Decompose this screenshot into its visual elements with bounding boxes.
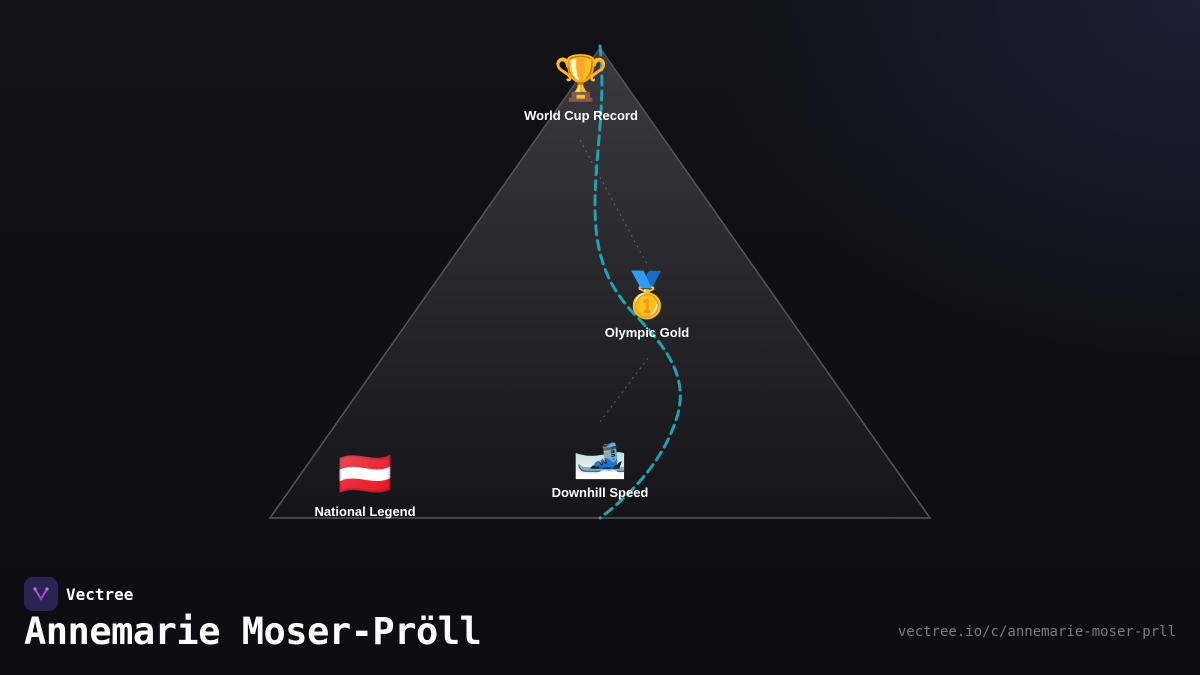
austria-flag-icon: 🇦🇹 <box>337 450 393 499</box>
page-title: Annemarie Moser-Pröll <box>24 610 482 653</box>
node-label: Downhill Speed <box>551 485 649 500</box>
descent-path <box>593 44 682 520</box>
vectree-logo-icon <box>24 577 58 611</box>
node-olympic-gold: 🥇 Olympic Gold <box>557 271 737 340</box>
connector-line-bottom <box>599 357 649 423</box>
brand-name: Vectree <box>66 584 134 604</box>
brand: Vectree <box>24 577 133 611</box>
node-downhill-speed: 🎿 Downhill Speed <box>510 431 690 500</box>
node-label: World Cup Record <box>524 108 638 123</box>
skier-icon: 🎿 <box>572 431 628 480</box>
node-label: Olympic Gold <box>604 325 690 340</box>
trophy-icon: 🏆 <box>553 54 609 103</box>
node-national-legend: 🇦🇹 National Legend <box>275 450 455 519</box>
node-world-cup-record: 🏆 World Cup Record <box>491 54 671 123</box>
page-url[interactable]: vectree.io/c/annemarie-moser-prll <box>897 624 1176 640</box>
gold-medal-icon: 🥇 <box>619 271 675 320</box>
node-label: National Legend <box>314 504 416 519</box>
